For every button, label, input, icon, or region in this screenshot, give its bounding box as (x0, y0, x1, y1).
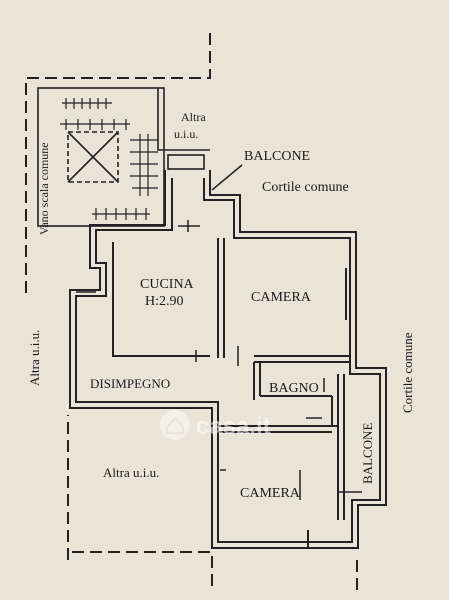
watermark: casa.it (160, 410, 271, 440)
label-cortile-right: Cortile comune (400, 332, 415, 413)
watermark-text: casa.it (196, 413, 271, 440)
label-cucina: CUCINA (140, 277, 195, 292)
watermark-house-icon (166, 416, 184, 434)
balcone-leader-line (211, 164, 243, 191)
dashed-boundaries (25, 32, 358, 590)
label-balcone-top: BALCONE (244, 149, 310, 164)
interior-walls (112, 238, 350, 548)
label-cucina-height: H:2.90 (145, 294, 184, 309)
other-unit-walls (157, 88, 210, 170)
label-camera-bottom: CAMERA (240, 486, 301, 501)
label-cortile-top: Cortile comune (262, 180, 349, 195)
label-bagno: BAGNO (269, 381, 319, 396)
label-camera-top: CAMERA (251, 290, 312, 305)
apartment-walls (69, 170, 387, 549)
label-vano-scala: Vano scala comune (37, 142, 51, 235)
label-altra-uiu-left: Altra u.i.u. (27, 330, 42, 386)
stairwell (37, 87, 165, 227)
label-balcone-right: BALCONE (360, 423, 375, 484)
label-altra-uiu-top-2: u.i.u. (174, 127, 198, 141)
openings (76, 220, 362, 500)
watermark-logo-icon (160, 410, 190, 440)
label-altra-uiu-top-1: Altra (181, 110, 206, 124)
label-disimpegno: DISIMPEGNO (90, 376, 170, 391)
label-altra-uiu-bottom: Altra u.i.u. (103, 465, 159, 480)
